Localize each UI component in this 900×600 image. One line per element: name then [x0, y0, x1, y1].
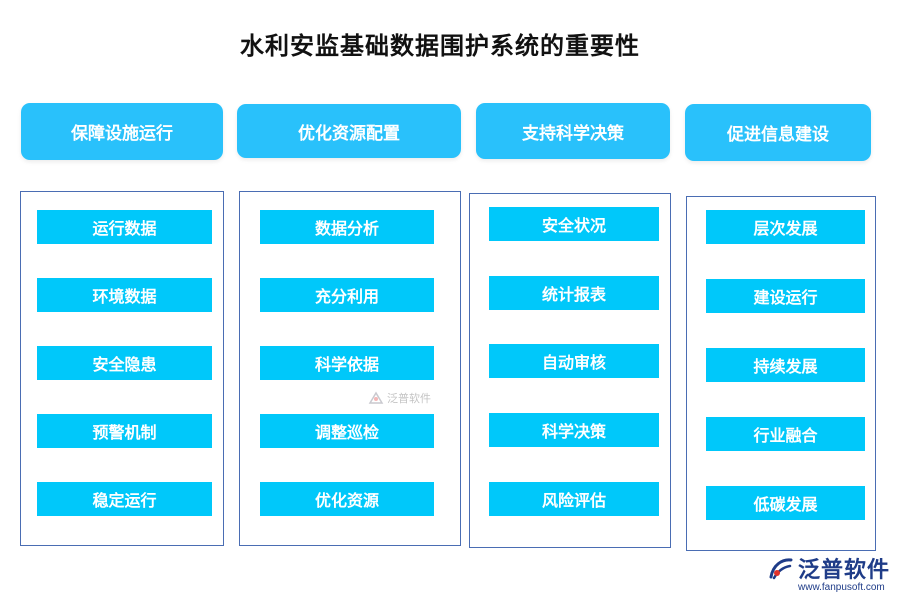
list-item: 安全隐患 — [37, 346, 212, 380]
list-item: 科学决策 — [489, 413, 659, 447]
list-item: 预警机制 — [37, 414, 212, 448]
watermark-text: 泛普软件 — [387, 392, 431, 405]
list-item: 环境数据 — [37, 278, 212, 312]
list-item: 风险评估 — [489, 482, 659, 516]
fanpu-logo-icon — [769, 558, 793, 580]
brand-logo: 泛普软件 www.fanpusoft.com — [768, 552, 890, 593]
list-item: 自动审核 — [489, 344, 659, 378]
page-title: 水利安监基础数据围护系统的重要性 — [240, 32, 640, 60]
header-support-scientific-decision: 支持科学决策 — [476, 103, 670, 159]
list-item: 稳定运行 — [37, 482, 212, 516]
list-item: 调整巡检 — [260, 414, 434, 448]
watermark-logo-icon — [368, 391, 384, 404]
list-item: 数据分析 — [260, 210, 434, 244]
list-item: 科学依据 — [260, 346, 434, 380]
logo-url: www.fanpusoft.com — [798, 582, 885, 593]
list-item: 安全状况 — [489, 207, 659, 241]
list-item: 层次发展 — [706, 210, 865, 244]
panel-column-4: 层次发展 建设运行 持续发展 行业融合 低碳发展 — [686, 196, 876, 551]
list-item: 运行数据 — [37, 210, 212, 244]
logo-name: 泛普软件 — [798, 558, 891, 583]
list-item: 统计报表 — [489, 276, 659, 310]
header-optimize-resource-allocation: 优化资源配置 — [237, 104, 461, 158]
panel-column-3: 安全状况 统计报表 自动审核 科学决策 风险评估 — [469, 193, 671, 548]
header-promote-information-construction: 促进信息建设 — [685, 104, 871, 161]
list-item: 持续发展 — [706, 348, 865, 382]
list-item: 优化资源 — [260, 482, 434, 516]
list-item: 充分利用 — [260, 278, 434, 312]
panel-column-1: 运行数据 环境数据 安全隐患 预警机制 稳定运行 — [20, 191, 224, 546]
list-item: 建设运行 — [706, 279, 865, 313]
watermark: 泛普软件 — [368, 390, 431, 406]
header-ensure-facility-operation: 保障设施运行 — [21, 103, 223, 160]
list-item: 行业融合 — [706, 417, 865, 451]
list-item: 低碳发展 — [706, 486, 865, 520]
panel-column-2: 数据分析 充分利用 科学依据 调整巡检 优化资源 — [239, 191, 461, 546]
